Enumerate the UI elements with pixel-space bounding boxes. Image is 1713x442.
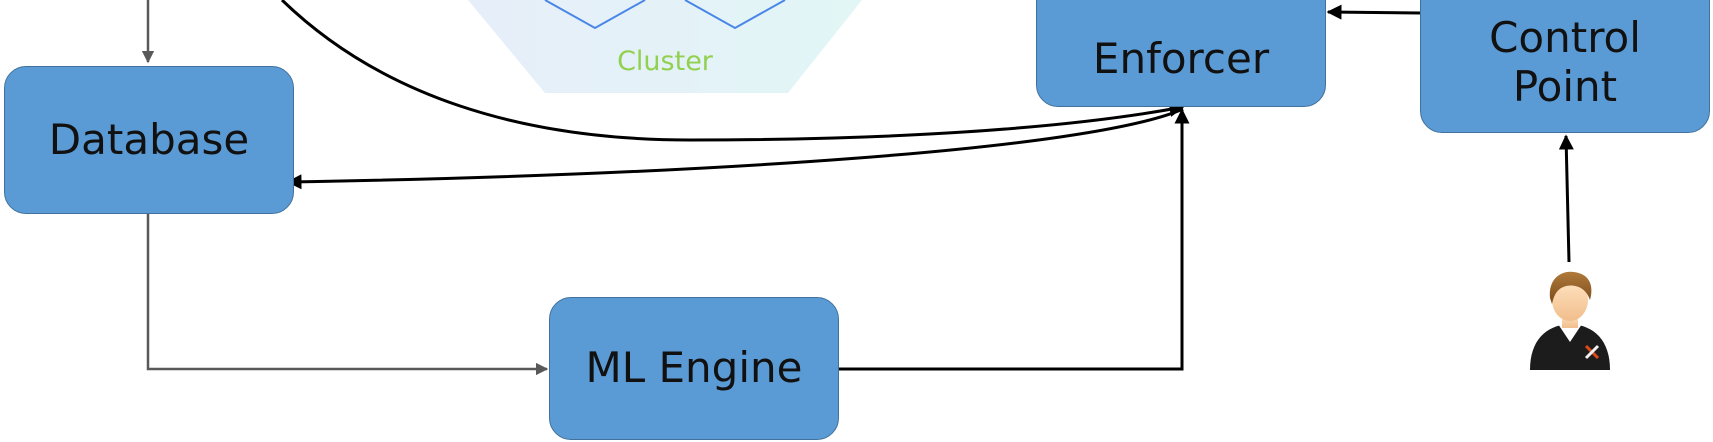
control-point-node: Control Point <box>1420 0 1710 133</box>
enforcer-label: Enforcer <box>1092 34 1270 84</box>
arrow-user-to-control-point <box>1558 134 1574 263</box>
arrow-ml-engine-to-enforcer <box>839 108 1190 371</box>
cluster-node-outline <box>684 0 786 30</box>
cluster-label: Cluster <box>617 46 713 77</box>
database-node: Database <box>4 66 294 214</box>
ml-engine-node: ML Engine <box>549 297 839 440</box>
cluster-node-outline <box>544 0 646 30</box>
cluster-region <box>468 0 862 93</box>
arrow-control-point-to-enforcer <box>1326 4 1421 20</box>
ml-engine-label: ML Engine <box>585 343 803 393</box>
arrow-database-to-ml-engine <box>146 214 549 376</box>
database-label: Database <box>48 114 250 164</box>
enforcer-node: Enforcer <box>1036 0 1326 107</box>
arrow-enforcer-to-database <box>286 107 1184 190</box>
arrow-source-to-enforcer <box>280 0 1185 142</box>
admin-user-icon <box>1530 271 1610 370</box>
control-point-label: Control Point <box>1489 13 1641 111</box>
